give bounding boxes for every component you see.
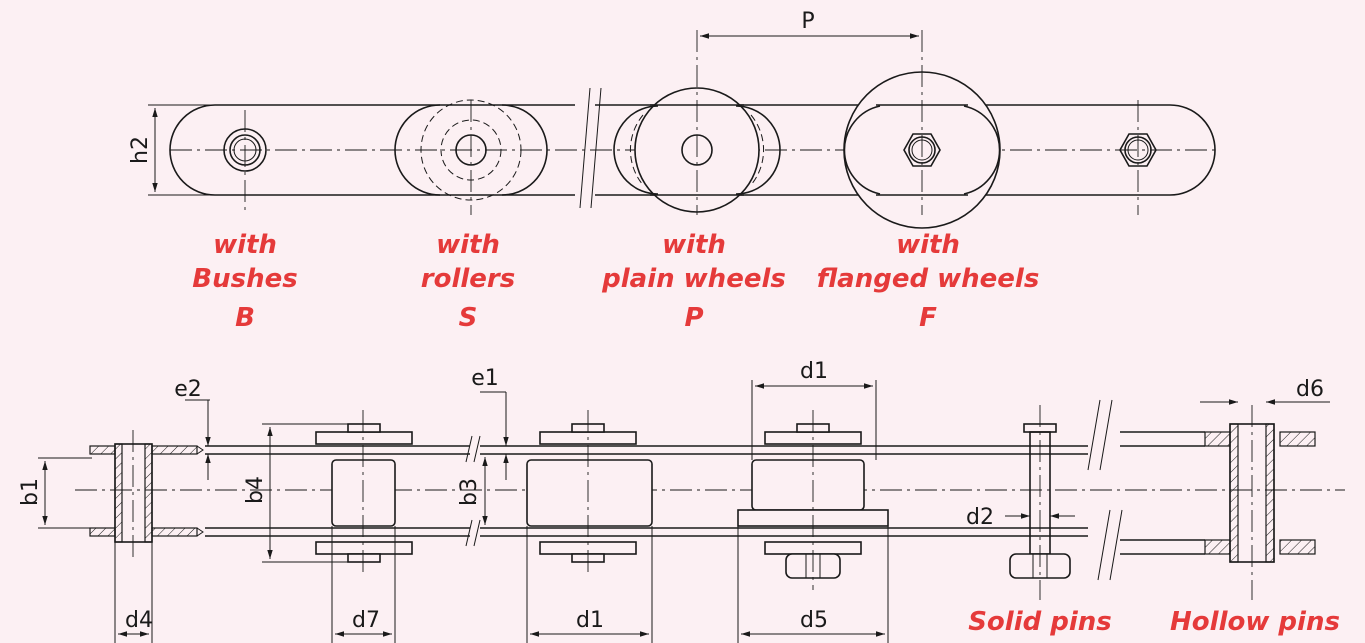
solid-pin bbox=[1009, 405, 1071, 600]
plain-wheel-p bbox=[613, 30, 781, 215]
type-f-code: F bbox=[919, 303, 937, 333]
bottom-view: e2 e1 d1 b1 b4 b3 d2 d6 bbox=[18, 359, 1345, 643]
b3-label: b3 bbox=[457, 478, 482, 506]
hollow-pin bbox=[1120, 405, 1316, 600]
break-right bbox=[1087, 399, 1123, 581]
e1-label: e1 bbox=[471, 366, 499, 391]
wheel-section-p bbox=[526, 410, 653, 575]
break-mid bbox=[465, 435, 481, 547]
solid-pins-label: Solid pins bbox=[968, 607, 1112, 637]
d2-label: d2 bbox=[966, 505, 994, 530]
type-p-code: P bbox=[684, 303, 703, 333]
p-label: P bbox=[801, 9, 814, 34]
type-s-line2: rollers bbox=[421, 264, 515, 294]
b1-label: b1 bbox=[18, 478, 43, 506]
h2-label: h2 bbox=[128, 136, 153, 164]
type-f-line1: with bbox=[896, 230, 960, 260]
d6-label: d6 bbox=[1296, 377, 1324, 402]
roller-s bbox=[394, 99, 548, 215]
b4-label: b4 bbox=[243, 476, 268, 504]
roller-section-s bbox=[315, 410, 413, 575]
inner-plates-b bbox=[89, 430, 204, 560]
d1-top-label: d1 bbox=[800, 359, 828, 384]
bush-b bbox=[223, 110, 267, 215]
type-p-line2: plain wheels bbox=[601, 264, 786, 294]
flanged-wheel-f bbox=[843, 30, 1001, 229]
type-b-line1: with bbox=[213, 230, 277, 260]
type-b-code: B bbox=[235, 303, 255, 333]
d5-label: d5 bbox=[800, 608, 828, 633]
type-s-line1: with bbox=[436, 230, 500, 260]
e2-label: e2 bbox=[174, 377, 202, 402]
d1-bottom-label: d1 bbox=[576, 608, 604, 633]
type-s-code: S bbox=[459, 303, 478, 333]
wheel-section-f bbox=[737, 410, 889, 590]
type-p-line1: with bbox=[662, 230, 726, 260]
nut-right bbox=[1119, 100, 1157, 215]
type-b-line2: Bushes bbox=[192, 264, 297, 294]
d4-label: d4 bbox=[125, 608, 153, 633]
inner-link-lines bbox=[205, 445, 470, 537]
d7-label: d7 bbox=[352, 608, 380, 633]
break-line bbox=[579, 87, 602, 209]
hollow-pins-label: Hollow pins bbox=[1170, 607, 1340, 637]
type-f-line2: flanged wheels bbox=[817, 264, 1040, 294]
top-view: P h2 with Bushes B with rollers S with p… bbox=[128, 9, 1216, 333]
link-lines-right bbox=[480, 445, 1088, 537]
